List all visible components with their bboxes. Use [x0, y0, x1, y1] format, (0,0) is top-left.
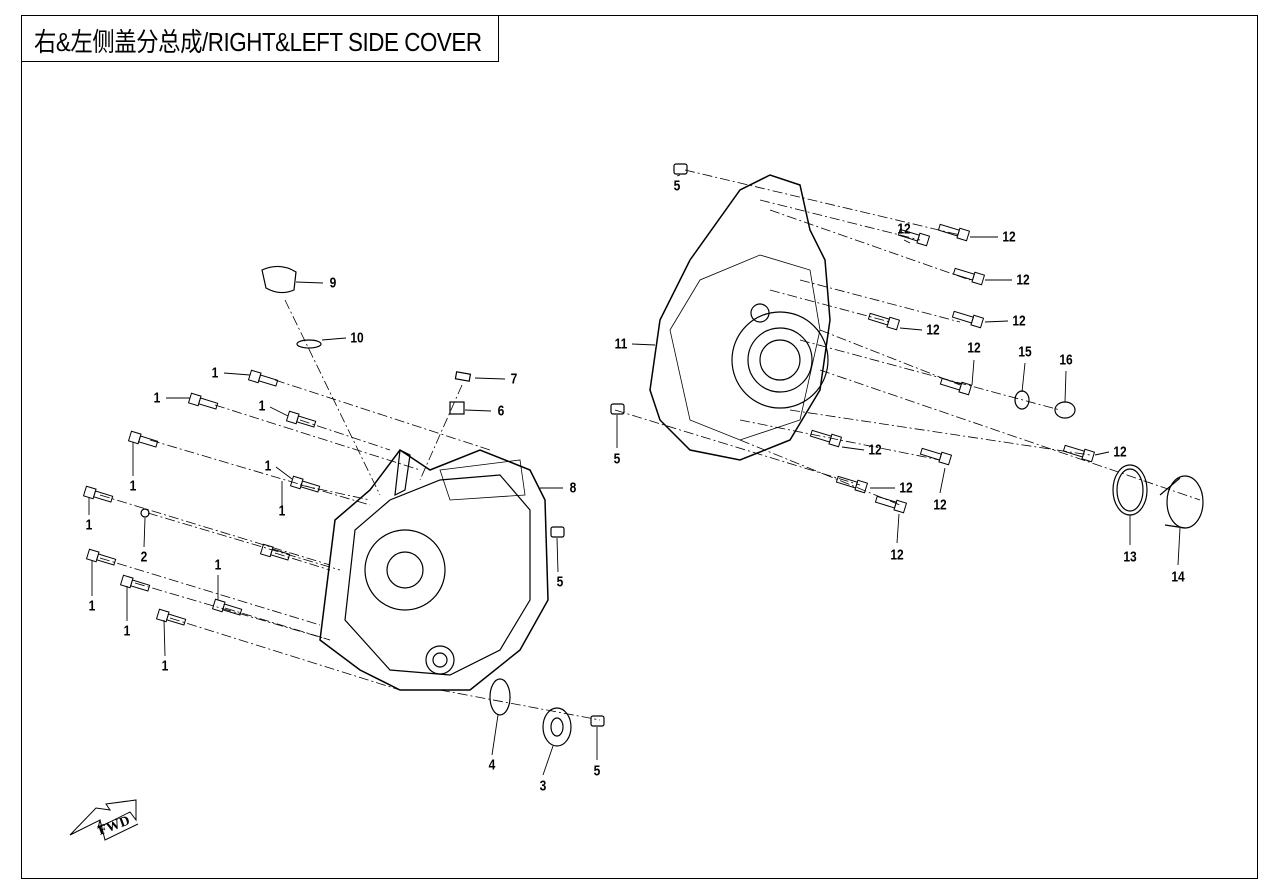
callout-15: 15	[1018, 343, 1032, 361]
left-side-cover	[319, 448, 549, 691]
callout-1: 1	[85, 516, 93, 534]
callout-1: 1	[153, 389, 161, 407]
callout-1: 1	[278, 502, 286, 520]
callout-9: 9	[329, 274, 337, 292]
callout-1: 1	[129, 477, 137, 495]
callout-10: 10	[350, 329, 364, 347]
callout-12: 12	[933, 496, 947, 514]
callout-14: 14	[1171, 568, 1185, 586]
diagram-title: 右&左侧盖分总成/RIGHT&LEFT SIDE COVER	[34, 27, 482, 57]
bolts	[82, 223, 1096, 626]
callout-1: 1	[214, 556, 222, 574]
drawing-frame	[21, 15, 1258, 879]
callout-8: 8	[569, 479, 577, 497]
callout-12: 12	[967, 339, 981, 357]
fwd-label: FWD	[96, 813, 132, 838]
callout-leaders	[88, 174, 1181, 776]
callout-12: 12	[1016, 271, 1030, 289]
callout-12: 12	[890, 546, 904, 564]
callout-6: 6	[497, 402, 505, 420]
callout-12: 12	[1012, 312, 1026, 330]
callout-12: 12	[897, 220, 911, 238]
callout-3: 3	[539, 777, 547, 795]
callout-1: 1	[258, 397, 266, 415]
callout-12: 12	[868, 441, 882, 459]
callout-12: 12	[1002, 228, 1016, 246]
callout-5: 5	[613, 450, 621, 468]
callout-12: 12	[926, 321, 940, 339]
callout-12: 12	[1113, 443, 1127, 461]
small-parts	[140, 163, 1204, 747]
callout-2: 2	[140, 548, 148, 566]
callout-1: 1	[161, 657, 169, 675]
callout-1: 1	[88, 597, 96, 615]
title-box: 右&左侧盖分总成/RIGHT&LEFT SIDE COVER	[21, 15, 499, 62]
callout-7: 7	[510, 370, 518, 388]
callout-4: 4	[488, 756, 496, 774]
callout-12: 12	[899, 479, 913, 497]
callout-1: 1	[211, 364, 219, 382]
fwd-arrow-icon: FWD	[69, 799, 139, 841]
callout-5: 5	[556, 573, 564, 591]
right-side-cover	[649, 174, 831, 461]
callout-5: 5	[673, 177, 681, 195]
callout-16: 16	[1059, 351, 1073, 369]
callout-5: 5	[593, 762, 601, 780]
callout-1: 1	[264, 457, 272, 475]
callout-13: 13	[1123, 548, 1137, 566]
callout-11: 11	[614, 335, 628, 353]
leader-lines	[99, 169, 1201, 721]
callout-1: 1	[123, 622, 131, 640]
